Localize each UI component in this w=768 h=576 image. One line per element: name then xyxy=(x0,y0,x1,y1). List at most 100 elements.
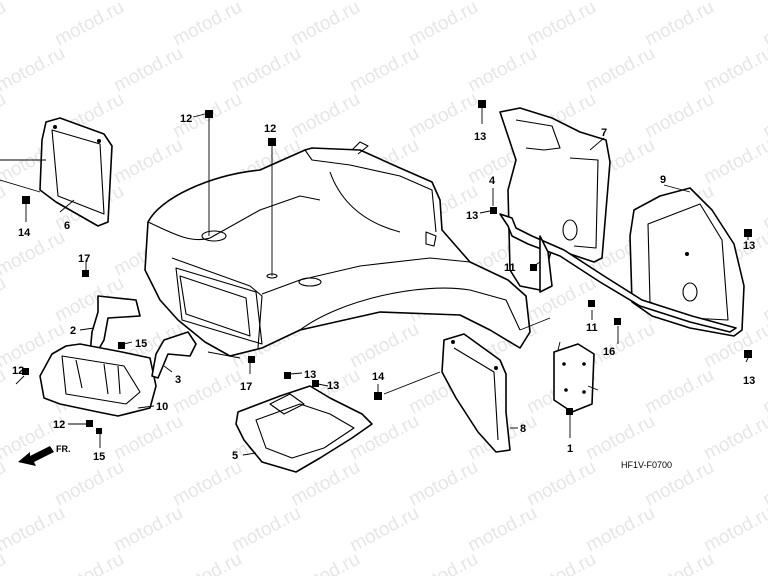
watermark-text: motod.ru xyxy=(0,43,69,97)
watermark-text: motod.ru xyxy=(759,457,768,511)
watermark-text: motod.ru xyxy=(169,549,245,576)
callout-13: 13 xyxy=(466,210,478,222)
callout-labels: 12 12 13 7 4 13 9 13 11 11 16 13 14 6 17… xyxy=(12,113,755,463)
callout-13: 13 xyxy=(304,369,316,381)
watermark-text: motod.ru xyxy=(346,43,422,97)
watermark-text: motod.ru xyxy=(0,365,10,419)
callout-12: 12 xyxy=(53,419,65,431)
watermark-text: motod.ru xyxy=(759,365,768,419)
front-direction-label: FR. xyxy=(56,444,71,454)
watermark-text: motod.ru xyxy=(346,503,422,557)
front-direction-arrow: FR. xyxy=(18,444,71,466)
callout-13: 13 xyxy=(327,380,339,392)
callout-15: 15 xyxy=(135,338,147,350)
watermark-text: motod.ru xyxy=(759,89,768,143)
part-5-tray xyxy=(235,385,373,473)
watermark-text: motod.ru xyxy=(51,457,127,511)
watermark-text: motod.ru xyxy=(51,549,127,576)
watermark-text: motod.ru xyxy=(51,0,127,50)
callout-6: 6 xyxy=(64,220,70,232)
watermark-text: motod.ru xyxy=(0,273,10,327)
callout-17: 17 xyxy=(240,381,252,393)
watermark-text: motod.ru xyxy=(110,411,186,465)
watermark-text: motod.ru xyxy=(287,549,363,576)
watermark-text: motod.ru xyxy=(169,0,245,50)
watermark-text: motod.ru xyxy=(582,411,658,465)
watermark-text: motod.ru xyxy=(346,319,422,373)
watermark-text: motod.ru xyxy=(700,411,768,465)
watermark-text: motod.ru xyxy=(0,181,10,235)
callout-4: 4 xyxy=(489,175,496,187)
callout-10: 10 xyxy=(156,401,168,413)
part-4-stay xyxy=(499,213,737,333)
callout-14: 14 xyxy=(372,371,385,383)
watermark-text: motod.ru xyxy=(641,89,717,143)
watermark-text: motod.ru xyxy=(0,549,10,576)
watermark-text: motod.ru xyxy=(700,135,768,189)
diagram-code: HF1V-F0700 xyxy=(621,460,672,470)
callout-8: 8 xyxy=(520,423,526,435)
watermark-text: motod.ru xyxy=(405,0,481,50)
watermark-text: motod.ru xyxy=(110,503,186,557)
part-8-mudflap xyxy=(441,333,511,453)
part-6-flap xyxy=(39,117,113,227)
watermark-text: motod.ru xyxy=(641,0,717,50)
watermark-text: motod.ru xyxy=(287,89,363,143)
fasteners xyxy=(22,100,752,434)
callout-17: 17 xyxy=(78,253,90,265)
part-10-housing xyxy=(39,343,157,417)
callout-12: 12 xyxy=(180,113,192,125)
watermark-text: motod.ru xyxy=(228,43,304,97)
part-3-bracket xyxy=(151,331,197,379)
callout-5: 5 xyxy=(232,450,238,462)
watermark-text: motod.ru xyxy=(759,273,768,327)
callout-13: 13 xyxy=(474,131,486,143)
callout-3: 3 xyxy=(175,374,181,386)
part-1-plate xyxy=(553,343,595,413)
watermark-text: motod.ru xyxy=(110,0,186,4)
watermark-text: motod.ru xyxy=(405,549,481,576)
callout-13: 13 xyxy=(743,375,755,387)
leader-lines xyxy=(0,108,749,456)
watermark-text: motod.ru xyxy=(169,457,245,511)
watermark-text: motod.ru xyxy=(228,503,304,557)
watermark-text: motod.ru xyxy=(700,43,768,97)
watermark-text: motod.ru xyxy=(0,457,10,511)
watermark-text: motod.ru xyxy=(641,365,717,419)
callout-11: 11 xyxy=(504,262,516,274)
watermark-text: motod.ru xyxy=(228,0,304,4)
watermark-text: motod.ru xyxy=(582,503,658,557)
watermark-text: motod.ru xyxy=(582,0,658,4)
watermark-text: motod.ru xyxy=(523,0,599,50)
watermark-text: motod.ru xyxy=(346,0,422,4)
watermark-text: motod.ru xyxy=(464,43,540,97)
callout-12: 12 xyxy=(264,123,276,135)
front-fender xyxy=(144,141,531,357)
watermark-text: motod.ru xyxy=(523,549,599,576)
watermark-text: motod.ru xyxy=(759,549,768,576)
watermark-text: motod.ru xyxy=(0,89,10,143)
watermark-text: motod.ru xyxy=(0,503,69,557)
callout-15: 15 xyxy=(93,451,105,463)
watermark-text: motod.ru xyxy=(0,227,69,281)
callout-14: 14 xyxy=(18,227,31,239)
watermark-text: motod.ru xyxy=(405,89,481,143)
watermark-text: motod.ru xyxy=(287,0,363,50)
watermark-text: motod.ru xyxy=(464,0,540,4)
watermark-text: motod.ru xyxy=(169,365,245,419)
callout-16: 16 xyxy=(603,346,615,358)
callout-13: 13 xyxy=(743,240,755,252)
watermark-text: motod.ru xyxy=(582,43,658,97)
callout-7: 7 xyxy=(601,127,607,139)
watermark-text: motod.ru xyxy=(759,181,768,235)
watermark-text: motod.ru xyxy=(523,457,599,511)
watermark-text: motod.ru xyxy=(464,503,540,557)
callout-12: 12 xyxy=(12,365,24,377)
watermark-text: motod.ru xyxy=(700,503,768,557)
watermark-text: motod.ru xyxy=(110,43,186,97)
callout-2: 2 xyxy=(70,325,76,337)
watermark-text: motod.ru xyxy=(110,135,186,189)
watermark-text: motod.ru xyxy=(0,0,69,4)
callout-1: 1 xyxy=(567,443,573,455)
